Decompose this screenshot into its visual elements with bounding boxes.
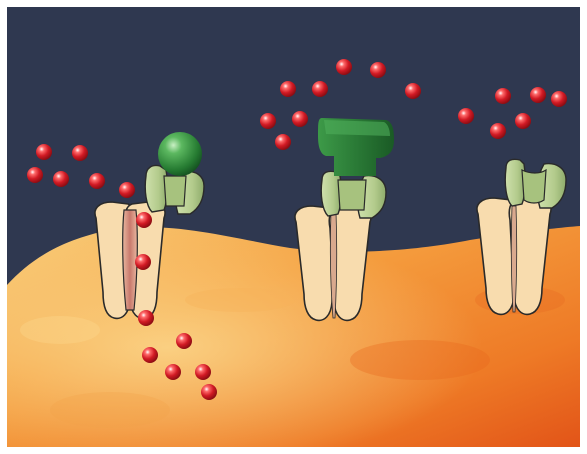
- ion-sphere: [530, 87, 546, 103]
- ion-sphere: [72, 145, 88, 161]
- ion-sphere: [260, 113, 276, 129]
- texture-blot: [350, 340, 490, 380]
- texture-blot: [185, 288, 295, 312]
- ion-sphere: [370, 62, 386, 78]
- ion-sphere: [515, 113, 531, 129]
- ion-sphere: [142, 347, 158, 363]
- ion-sphere: [36, 144, 52, 160]
- texture-blot: [20, 316, 100, 344]
- ion-sphere: [136, 212, 152, 228]
- ion-sphere: [195, 364, 211, 380]
- ion-sphere: [165, 364, 181, 380]
- ion-sphere: [201, 384, 217, 400]
- ion-sphere: [551, 91, 567, 107]
- ion-sphere: [292, 111, 308, 127]
- ion-sphere: [176, 333, 192, 349]
- antagonist-highlight: [324, 120, 390, 136]
- gate-subunit-left: [145, 165, 167, 212]
- ion-sphere: [135, 254, 151, 270]
- gate-linker: [338, 180, 366, 210]
- ion-sphere: [495, 88, 511, 104]
- ion-sphere: [405, 83, 421, 99]
- ion-sphere: [275, 134, 291, 150]
- open-pore: [123, 210, 138, 310]
- ion-sphere: [138, 310, 154, 326]
- gate-linker: [522, 170, 546, 203]
- closed-pore: [511, 206, 516, 312]
- agonist-ligand: [158, 132, 202, 176]
- ion-sphere: [280, 81, 296, 97]
- ion-sphere: [53, 171, 69, 187]
- ion-sphere: [119, 182, 135, 198]
- ion-sphere: [312, 81, 328, 97]
- ion-sphere: [490, 123, 506, 139]
- ion-sphere: [27, 167, 43, 183]
- ion-sphere: [336, 59, 352, 75]
- gate-subunit-left: [321, 171, 341, 216]
- ion-sphere: [458, 108, 474, 124]
- gate-linker: [164, 176, 186, 206]
- texture-blot: [50, 392, 170, 428]
- ion-sphere: [89, 173, 105, 189]
